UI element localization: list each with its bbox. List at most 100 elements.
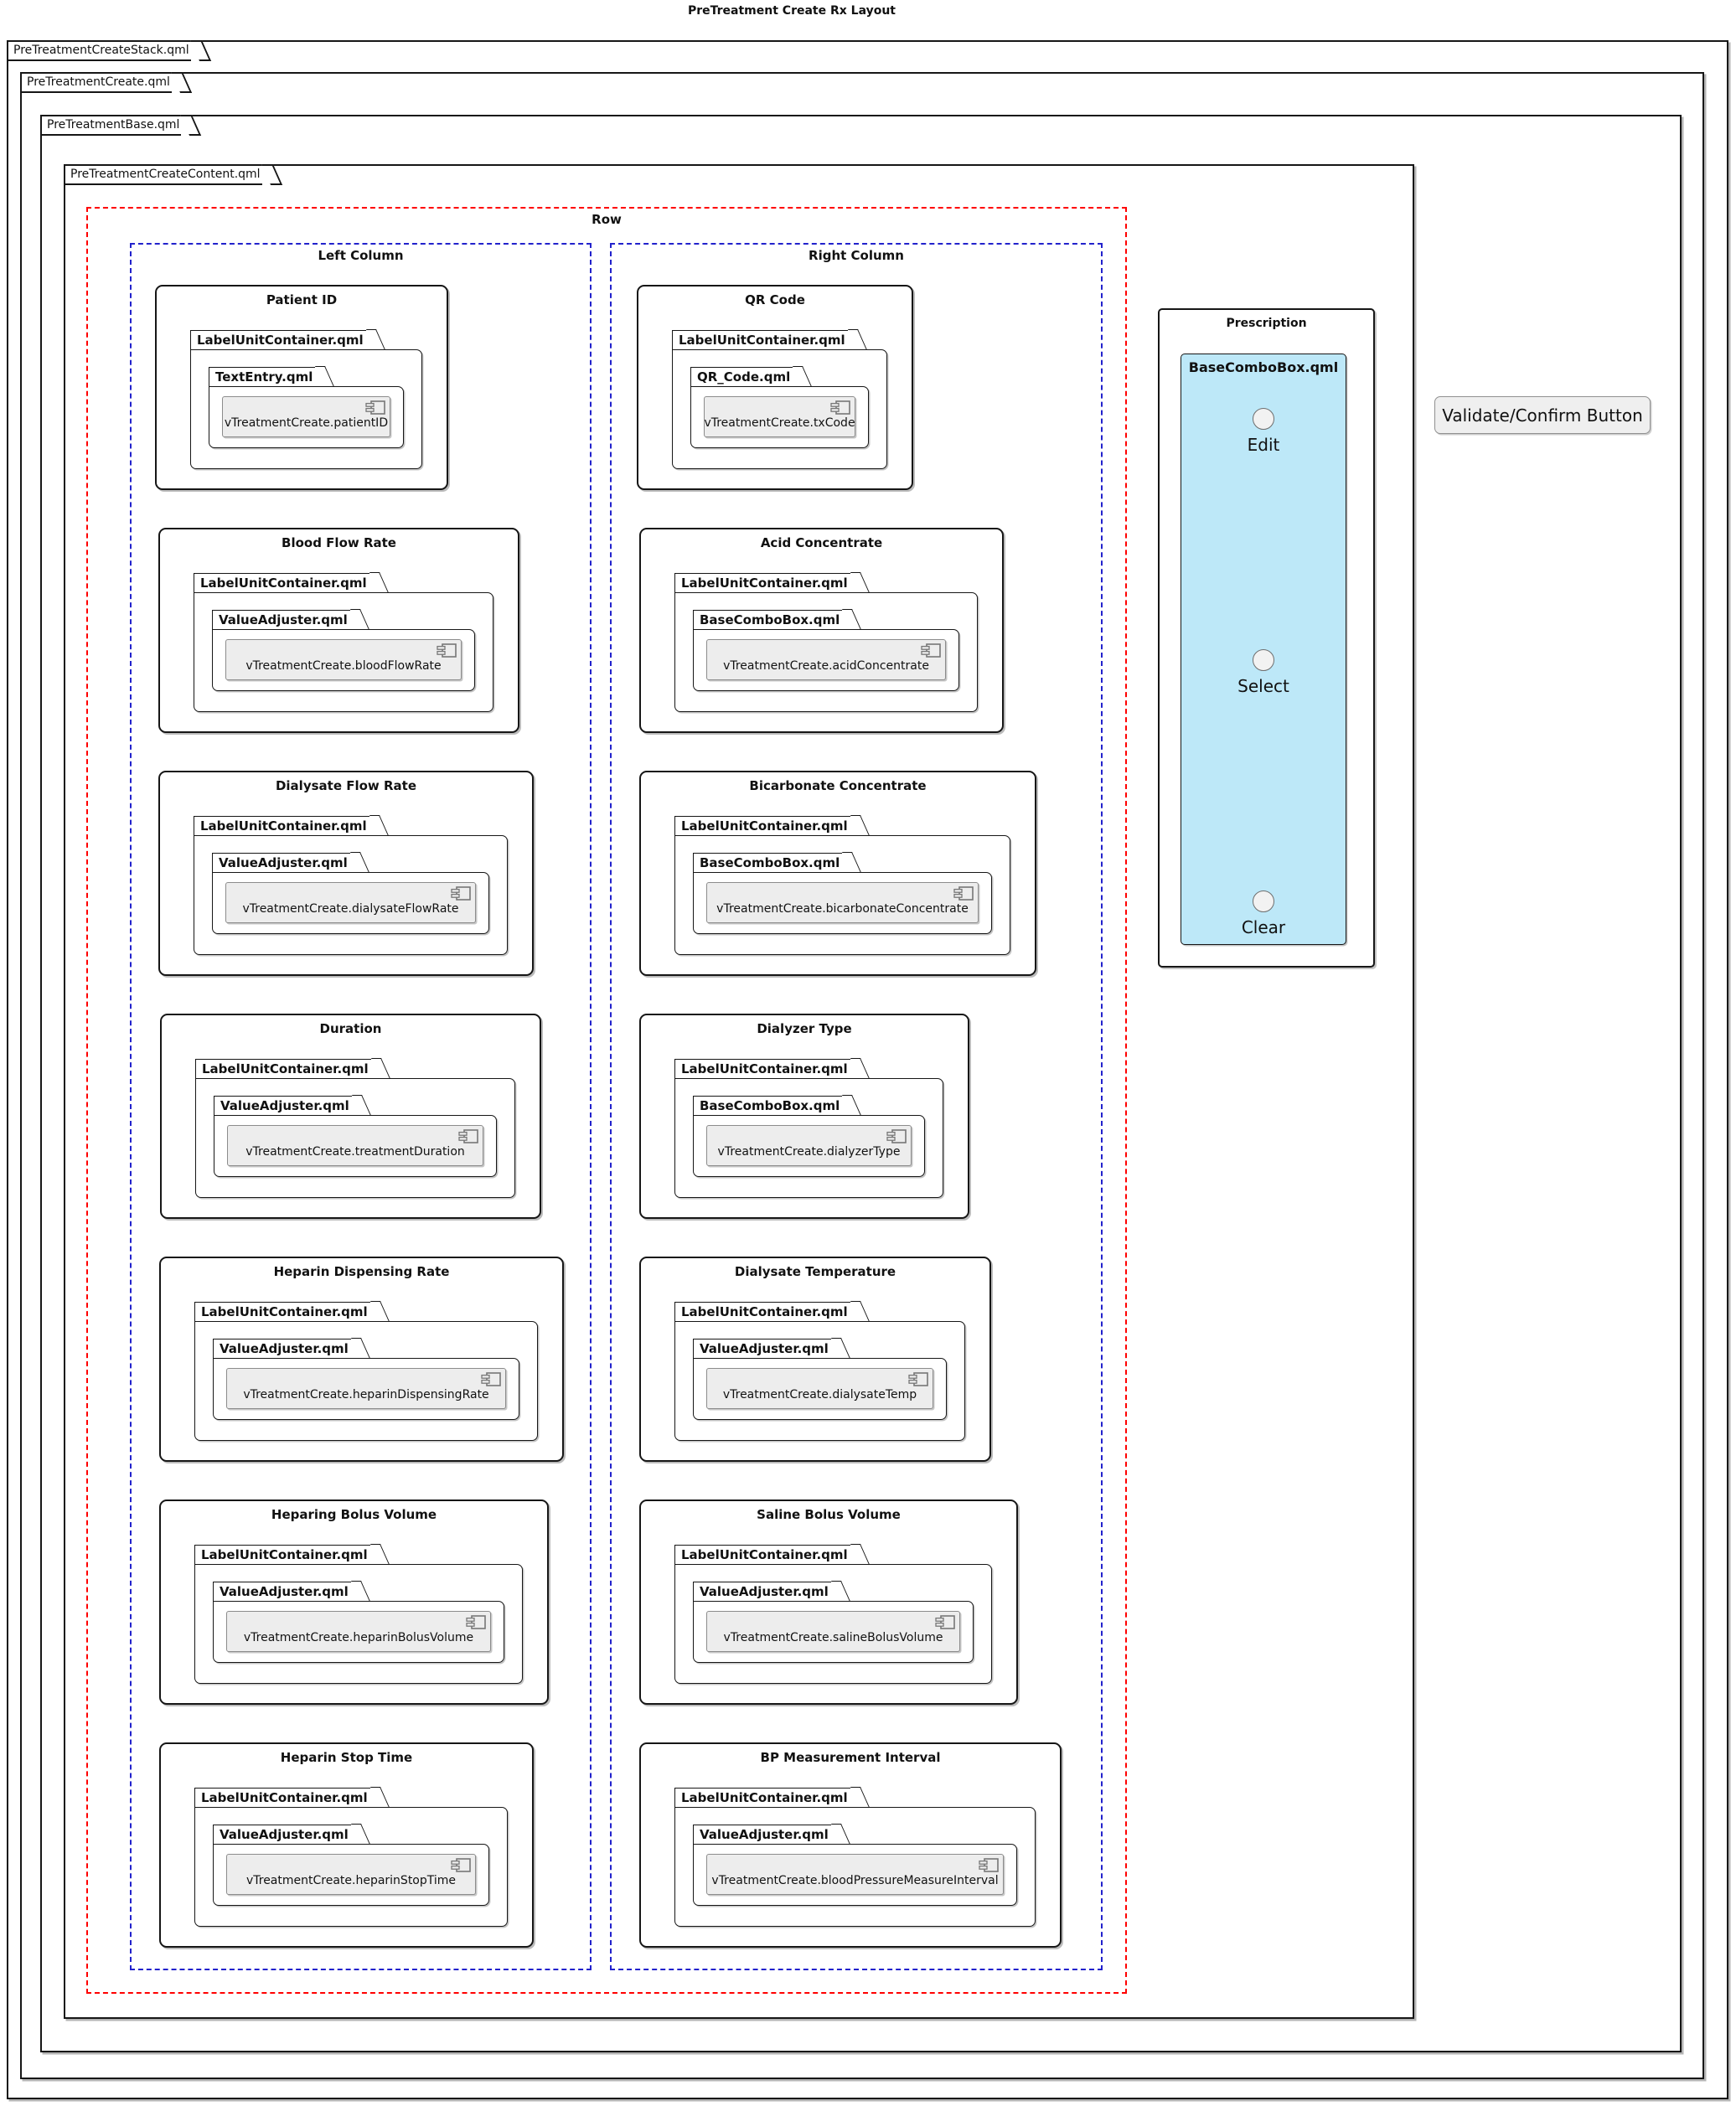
- row-frame-label: Row: [592, 212, 622, 227]
- component-label: vTreatmentCreate.bicarbonateConcentrate: [716, 902, 969, 916]
- container-body: [195, 1078, 515, 1198]
- container-body: [194, 1564, 523, 1684]
- component-icon: [830, 400, 850, 418]
- container-body: [194, 835, 508, 955]
- component-box: vTreatmentCreate.dialysateTemp: [706, 1368, 933, 1409]
- combo-option-edit[interactable]: Edit: [1181, 408, 1346, 455]
- container-body: [674, 592, 978, 712]
- container-tab: LabelUnitContainer.qml: [194, 573, 369, 592]
- field-title: Heparing Bolus Volume: [271, 1507, 437, 1522]
- combo-option-clear[interactable]: Clear: [1181, 890, 1346, 937]
- field-title: QR Code: [745, 292, 805, 307]
- basecombobox-title: BaseComboBox.qml: [1188, 359, 1339, 375]
- component-box: vTreatmentCreate.salineBolusVolume: [706, 1611, 960, 1652]
- right-column-label: Right Column: [809, 248, 904, 263]
- component-label: vTreatmentCreate.acidConcentrate: [723, 659, 929, 673]
- option-bullet-icon: [1253, 408, 1274, 430]
- inner-control-body: [213, 1601, 504, 1663]
- component-box: vTreatmentCreate.bloodPressureMeasureInt…: [706, 1854, 1004, 1895]
- field-title: Patient ID: [266, 292, 338, 307]
- prescription-title: Prescription: [1226, 317, 1307, 330]
- container-body: [194, 1321, 538, 1441]
- container-tab: LabelUnitContainer.qml: [194, 1545, 370, 1564]
- component-icon: [365, 400, 385, 418]
- container-tab: LabelUnitContainer.qml: [674, 1302, 850, 1321]
- field-title: Dialysate Flow Rate: [275, 778, 417, 793]
- container-body: [674, 1807, 1036, 1927]
- container-tab: LabelUnitContainer.qml: [674, 573, 850, 592]
- component-label: vTreatmentCreate.treatmentDuration: [245, 1145, 465, 1159]
- container-body: [194, 592, 493, 712]
- option-label: Select: [1237, 676, 1289, 696]
- diagram-title: PreTreatment Create Rx Layout: [687, 4, 896, 18]
- component-box: vTreatmentCreate.bicarbonateConcentrate: [706, 882, 979, 923]
- inner-control-tab: ValueAdjuster.qml: [213, 1825, 351, 1844]
- component-icon: [451, 886, 471, 904]
- component-box: vTreatmentCreate.bloodFlowRate: [225, 639, 462, 680]
- inner-control-body: [209, 386, 404, 448]
- option-label: Clear: [1241, 917, 1286, 937]
- inner-control-body: [693, 629, 959, 691]
- inner-control-tab: ValueAdjuster.qml: [212, 610, 350, 629]
- component-box: vTreatmentCreate.patientID: [222, 396, 390, 437]
- field-title: BP Measurement Interval: [760, 1750, 941, 1765]
- field-title: Dialyzer Type: [757, 1021, 852, 1036]
- inner-control-tab: TextEntry.qml: [209, 367, 316, 386]
- component-box: vTreatmentCreate.heparinStopTime: [226, 1854, 476, 1895]
- component-box: vTreatmentCreate.treatmentDuration: [227, 1125, 483, 1166]
- inner-control-tab: ValueAdjuster.qml: [213, 1582, 351, 1601]
- component-icon: [451, 1858, 471, 1876]
- field-title: Bicarbonate Concentrate: [749, 778, 927, 793]
- inner-control-body: [212, 629, 475, 691]
- component-icon: [437, 643, 457, 661]
- component-icon: [979, 1858, 999, 1876]
- container-body: [190, 349, 422, 469]
- option-bullet-icon: [1253, 890, 1274, 912]
- container-tab: LabelUnitContainer.qml: [674, 816, 850, 835]
- validate-confirm-button[interactable]: Validate/Confirm Button: [1434, 396, 1651, 434]
- component-label: vTreatmentCreate.bloodFlowRate: [245, 659, 442, 673]
- inner-control-body: [690, 386, 869, 448]
- inner-control-body: [213, 1844, 489, 1906]
- container-tab: LabelUnitContainer.qml: [672, 330, 848, 349]
- inner-control-tab: ValueAdjuster.qml: [693, 1582, 831, 1601]
- container-body: [674, 1078, 943, 1198]
- inner-control-tab: BaseComboBox.qml: [693, 1096, 843, 1115]
- component-icon: [908, 1372, 928, 1390]
- field-title: Duration: [319, 1021, 382, 1036]
- component-label: vTreatmentCreate.dialysateFlowRate: [242, 902, 459, 916]
- inner-control-tab: BaseComboBox.qml: [693, 853, 843, 872]
- inner-control-tab: ValueAdjuster.qml: [693, 1339, 831, 1358]
- inner-control-body: [693, 872, 992, 934]
- container-tab: LabelUnitContainer.qml: [195, 1059, 371, 1078]
- component-label: vTreatmentCreate.heparinDispensingRate: [243, 1388, 489, 1401]
- inner-control-tab: BaseComboBox.qml: [693, 610, 843, 629]
- frame-tab-pretreatmentbase-qml: PreTreatmentBase.qml: [40, 115, 182, 136]
- row-frame: Row: [86, 207, 1127, 1994]
- container-body: [672, 349, 887, 469]
- inner-control-body: [212, 872, 489, 934]
- field-title: Heparin Dispensing Rate: [273, 1264, 450, 1279]
- inner-control-body: [214, 1115, 497, 1177]
- container-tab: LabelUnitContainer.qml: [674, 1788, 850, 1807]
- component-label: vTreatmentCreate.dialysateTemp: [722, 1388, 917, 1401]
- frame-tab-pretreatmentcreate-qml: PreTreatmentCreate.qml: [20, 72, 172, 93]
- inner-control-body: [693, 1601, 974, 1663]
- component-box: vTreatmentCreate.dialyzerType: [706, 1125, 912, 1166]
- component-icon: [458, 1129, 478, 1147]
- combo-option-select[interactable]: Select: [1181, 649, 1346, 696]
- inner-control-body: [213, 1358, 519, 1420]
- inner-control-tab: ValueAdjuster.qml: [214, 1096, 352, 1115]
- inner-control-body: [693, 1358, 947, 1420]
- left-column-frame: Left Column: [130, 243, 592, 1970]
